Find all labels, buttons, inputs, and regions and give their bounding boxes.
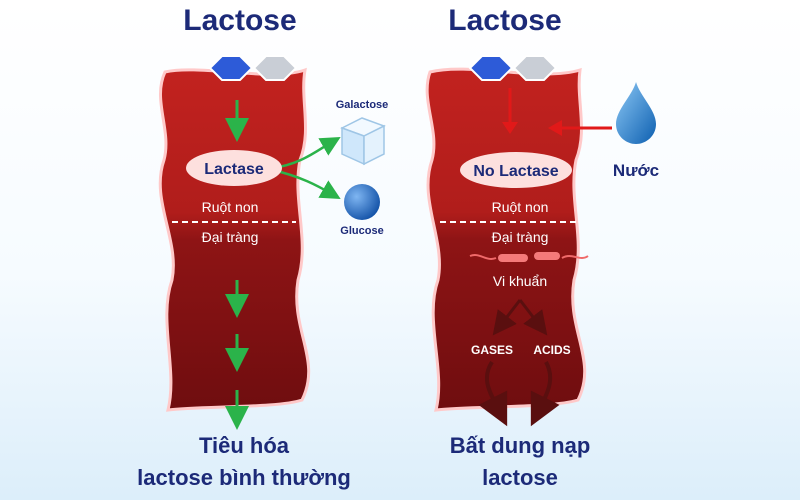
lactase-label: Lactase	[204, 161, 264, 178]
bacteria-icon	[469, 252, 589, 262]
left-lactose-molecule	[208, 55, 298, 81]
grey-hexagon-icon	[252, 55, 298, 81]
left-intestine	[158, 67, 311, 412]
blue-hexagon-icon	[208, 55, 254, 81]
blue-ball-icon	[344, 184, 380, 220]
bacteria-label: Vi khuẩn	[493, 273, 547, 289]
right-lower-section-label: Đại tràng	[492, 229, 549, 245]
glucose-label: Glucose	[340, 225, 383, 237]
no-lactase-oval	[460, 152, 572, 188]
left-caption-line2: lactose bình thường	[137, 465, 351, 490]
left-title: Lactose	[183, 4, 297, 37]
blue-hexagon-icon	[468, 55, 514, 81]
right-caption-line2: lactose	[482, 465, 558, 490]
right-caption-line1: Bất dung nạp	[449, 433, 591, 458]
right-red-arrows	[502, 88, 612, 136]
right-title: Lactose	[448, 4, 562, 37]
grey-hexagon-icon	[512, 55, 558, 81]
right-caption: Bất dung nạp lactose	[370, 430, 670, 494]
gases-label: GASES	[471, 343, 513, 357]
dark-flow-arrows	[478, 299, 560, 427]
right-lactose-molecule	[468, 55, 558, 81]
water-label: Nước	[613, 161, 659, 180]
right-upper-section-label: Ruột non	[492, 199, 549, 215]
left-caption-line1: Tiêu hóa	[198, 433, 290, 458]
no-lactase-label: No Lactase	[473, 163, 558, 180]
left-upper-section-label: Ruột non	[202, 199, 259, 215]
acids-label: ACIDS	[533, 343, 570, 357]
lactase-oval	[186, 150, 282, 186]
galactose-label: Galactose	[336, 99, 389, 111]
water-drop-icon	[616, 82, 656, 144]
left-caption: Tiêu hóa lactose bình thường	[94, 430, 394, 494]
ice-cube-icon	[340, 117, 386, 166]
left-lower-section-label: Đại tràng	[202, 229, 259, 245]
